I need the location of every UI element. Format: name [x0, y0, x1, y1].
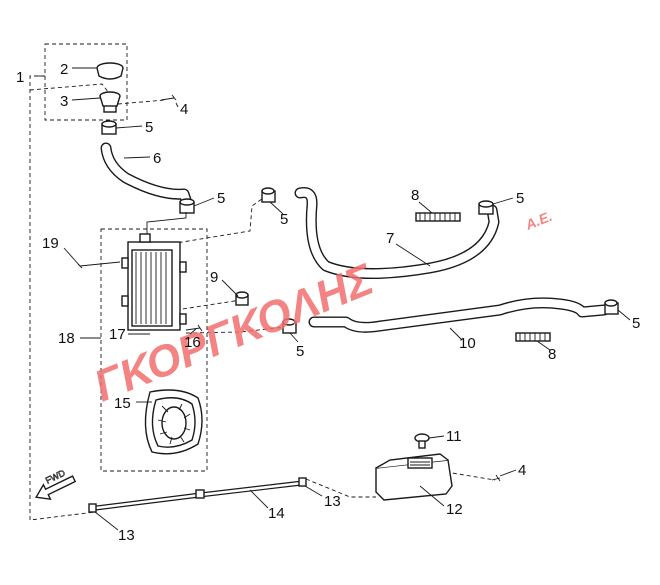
- callout-12: 12: [446, 501, 463, 518]
- callout-10: 10: [459, 335, 476, 352]
- leader-7: [395, 243, 431, 267]
- leader-11: [428, 435, 445, 439]
- leader-5e: [289, 332, 299, 343]
- leader-4a: [175, 102, 179, 108]
- radiator-core-part: [121, 233, 187, 331]
- callout-13-left: 13: [118, 527, 135, 544]
- leader-4b: [499, 469, 517, 477]
- callout-7: 7: [386, 230, 394, 247]
- tank-cap-11-part: [414, 433, 430, 449]
- callout-3: 3: [60, 93, 68, 110]
- callout-11: 11: [446, 428, 462, 445]
- hose-clamp-part-b: [179, 198, 195, 214]
- hose-spring-8-upper: [415, 212, 461, 222]
- bolt-19-part: [77, 261, 121, 269]
- radiator-cap-part: [96, 62, 124, 80]
- hose-spring-8-lower: [515, 332, 551, 342]
- leader-19: [63, 247, 81, 267]
- leader-13a: [94, 511, 119, 531]
- callout-5-f: 5: [632, 315, 640, 332]
- leader-5b: [193, 197, 215, 207]
- leader-8a: [418, 201, 433, 214]
- leader-5a: [115, 125, 143, 129]
- callout-17: 17: [109, 326, 126, 343]
- callout-2: 2: [60, 61, 68, 78]
- leader-12: [419, 485, 445, 507]
- hose-clamp-part-c: [261, 187, 276, 203]
- callout-8-upper: 8: [411, 187, 419, 204]
- leader-14: [249, 489, 269, 509]
- callout-18: 18: [58, 330, 75, 347]
- hose-clamp-part-e: [282, 318, 297, 334]
- leader-9: [221, 279, 239, 297]
- dashed-connection-radiator-to-hose10: [185, 326, 287, 334]
- hose-clamp-part-a: [101, 120, 117, 135]
- callout-19: 19: [42, 235, 59, 252]
- callout-4-top: 4: [180, 101, 188, 118]
- filler-neck-part: [99, 91, 121, 113]
- dashed-connection-tank-to-clamp4: [445, 471, 496, 481]
- overflow-tank-12-part: [375, 453, 453, 501]
- dashed-connection-clamp4: [117, 99, 166, 105]
- callout-6: 6: [153, 150, 161, 167]
- dashed-connection-pipe-to-tank: [305, 478, 376, 498]
- dashed-connection-clamp9: [175, 299, 242, 311]
- leader-5f: [617, 309, 631, 321]
- callout-5-e: 5: [296, 343, 304, 360]
- leader-3: [71, 97, 101, 101]
- callout-15: 15: [114, 395, 131, 412]
- clip-part-bottom: [491, 474, 501, 482]
- hose-7-part: [294, 187, 500, 280]
- leader-5c: [269, 201, 284, 215]
- callout-5-c: 5: [280, 211, 288, 228]
- hose-6-part: [100, 142, 194, 212]
- assembly-dashed-line: [29, 75, 113, 521]
- leader-8b: [536, 340, 551, 351]
- clip-13-left-part: [88, 503, 97, 513]
- callout-14: 14: [268, 505, 285, 522]
- drain-screw-16-part: [185, 324, 203, 332]
- clip-part-top: [160, 94, 177, 101]
- callout-4-bottom: 4: [518, 462, 526, 479]
- leader-16: [189, 328, 197, 335]
- clip-13-right-part: [298, 477, 307, 487]
- cap-assembly-group-box: [44, 43, 128, 121]
- hose-clamp-part-d: [478, 200, 494, 215]
- leader-13b: [304, 485, 323, 497]
- leader-6: [123, 156, 151, 159]
- callout-1: 1: [16, 69, 24, 86]
- hose-clamp-part-f: [604, 299, 619, 315]
- forward-direction-arrow: FWD: [34, 467, 77, 501]
- watermark-suffix: A.E.: [522, 208, 554, 233]
- hose-clamp-part-9: [235, 291, 249, 306]
- callout-9: 9: [210, 269, 218, 286]
- radiator-neck-pipe: [146, 212, 187, 240]
- callout-5-d: 5: [516, 190, 524, 207]
- hose-10-part: [308, 297, 610, 333]
- overflow-pipe-14-part: [93, 480, 305, 511]
- radiator-assembly-group-box: [100, 228, 208, 472]
- callout-8-lower: 8: [548, 346, 556, 363]
- callout-16: 16: [184, 334, 201, 351]
- fan-shroud-15-part: [144, 389, 203, 455]
- leader-10: [449, 327, 463, 341]
- callout-5-a: 5: [145, 119, 153, 136]
- callout-5-b: 5: [217, 190, 225, 207]
- callout-13-right: 13: [324, 493, 341, 510]
- dashed-connection-5-to-hose7: [157, 195, 267, 247]
- leader-5d: [492, 197, 514, 205]
